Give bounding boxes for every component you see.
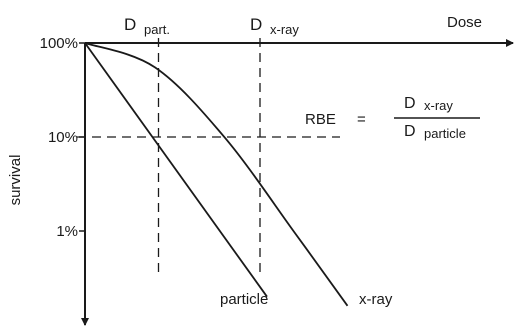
series-curve-particle: [84, 42, 268, 298]
d-xray-label: D x-ray: [250, 15, 299, 37]
rbe-den-sub: particle: [424, 126, 466, 141]
x-axis-label: Dose: [447, 14, 482, 31]
d-xray-sub: x-ray: [270, 22, 299, 37]
rbe-den-main: D: [404, 123, 416, 140]
d-xray-main: D: [250, 15, 262, 34]
series-label-particle: particle: [220, 291, 268, 308]
series-curve-x-ray: [84, 42, 349, 307]
rbe-equals: =: [357, 111, 366, 128]
y-tick-label: 1%: [56, 223, 78, 240]
rbe-lhs: RBE: [305, 111, 336, 128]
series-label-x-ray: x-ray: [359, 291, 393, 308]
rbe-num-main: D: [404, 95, 416, 112]
d-particle-sub: part.: [144, 22, 170, 37]
rbe-num-sub: x-ray: [424, 98, 453, 113]
d-particle-label: D part.: [124, 15, 170, 37]
chart-marks: [77, 38, 349, 307]
d-particle-main: D: [124, 15, 136, 34]
y-tick-label: 100%: [40, 35, 78, 52]
y-axis-label: survival: [7, 155, 24, 206]
y-tick-label: 10%: [48, 129, 78, 146]
rbe-denominator: D particle: [404, 123, 466, 141]
rbe-formula: RBE = D x-ray D particle: [305, 95, 480, 141]
rbe-numerator: D x-ray: [404, 95, 453, 113]
